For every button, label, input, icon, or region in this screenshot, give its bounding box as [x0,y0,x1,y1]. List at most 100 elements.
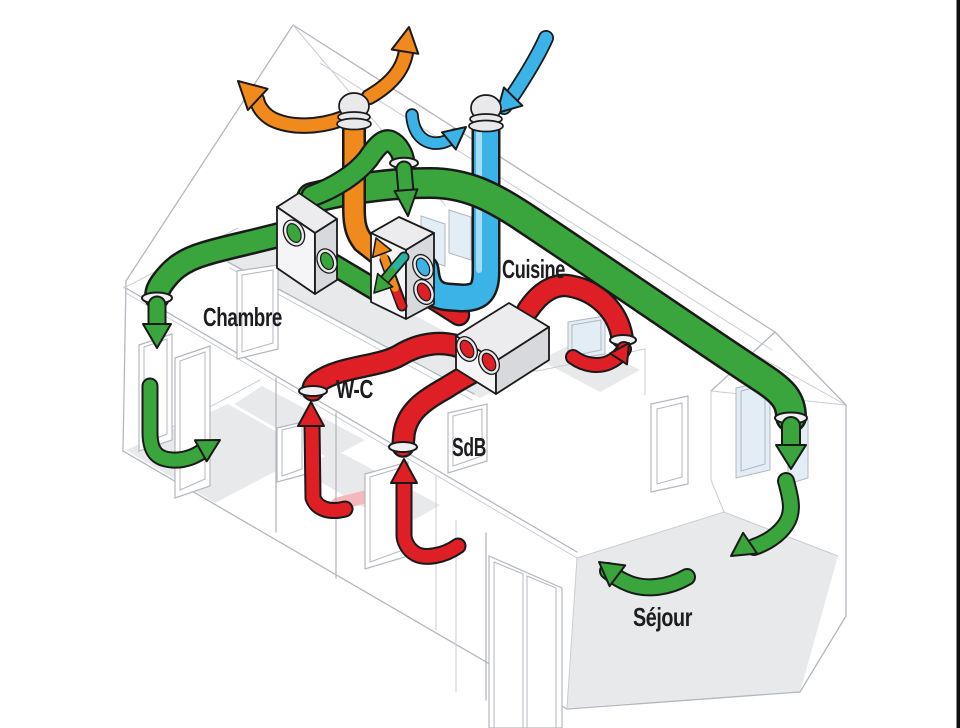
collector-box [455,302,550,395]
duct-body [397,162,413,199]
door-chambre-back [236,264,279,360]
window-wc [276,420,308,483]
port-ring-outer [282,219,306,247]
arrow-head [598,561,627,588]
arrow-supply-sejour-down [775,416,807,470]
port-ring-inner [415,257,431,277]
arrow-head [730,531,759,557]
port-ring-outer [455,336,479,362]
arrow-head [609,342,630,366]
port-ring-metal [316,248,338,274]
port-ring-metal [413,279,435,305]
arrow-head [373,272,394,294]
arrow-exhaust-left [237,80,353,134]
frame-outer [447,403,488,474]
frame-inner [281,424,303,477]
port-ring-metal [456,336,478,362]
frame-inner [179,351,206,491]
arrow-extract-cuisine [565,341,632,373]
roof-thickness-line [319,62,773,351]
frame-inner [493,561,524,728]
arrow-head [297,401,325,427]
port-ring-outer [477,349,501,375]
port-ring-metal [412,254,434,280]
exchanger-port-red [413,278,435,306]
duct-body [397,474,465,563]
frame-inner [526,575,557,728]
supply-branches [141,129,419,469]
duct-body [747,474,798,554]
box-face [495,326,550,395]
exhaust-network [342,110,389,265]
edge-bar-right [956,0,960,728]
arrow-supply-corridor [393,160,419,217]
port-ring-metal [478,349,500,375]
arrow-head [775,444,807,470]
roof-left-edge [125,24,294,282]
vent-cap-part [468,119,504,133]
arrow-head [393,188,419,217]
arrow-exhaust-right [360,26,420,106]
roof-ridge [292,24,776,333]
sejour-left-wall-edge [710,390,725,513]
vent-cap-part [336,117,372,131]
port-ring-outer [413,278,435,306]
collector-port-1 [455,336,479,362]
arrow-supply-sejour-floor [598,561,696,597]
arrow-head [371,237,393,259]
frame-outer [236,264,279,360]
frame-inner [571,319,602,357]
arrow-intake-main [496,30,554,115]
ceiling-slab-edge-2 [125,292,578,559]
frame-outer [488,555,563,728]
double-door-sejour [488,555,563,728]
label-wc: W-C [336,374,374,404]
duct-body [143,379,212,467]
plenum-box [276,192,338,295]
sejour-floor-back [576,511,839,559]
arrow-supply-chambre-down [142,295,172,349]
floor-sejour [567,512,838,708]
window-glass [567,315,606,361]
plenum-port-left [282,219,306,247]
arrow-head [193,439,221,463]
ceiling-slab-edge [123,286,578,553]
port-ring-outer [412,253,434,281]
port-ring-inner [416,282,432,302]
exchanger-cross-arrows [371,237,410,312]
duct-exhaust [344,112,387,263]
sejour-floor-left [566,557,578,709]
right-bottom-edge [566,615,847,710]
house-wireframe [122,24,847,728]
duct-arch [302,131,414,206]
arrow-head [390,26,420,55]
arrow-head [390,458,418,484]
plenum-port-right [316,248,338,274]
port-ring-inner [481,352,497,372]
sleeve-wc [298,385,328,397]
label-cuisine: Cuisine [502,254,565,284]
arrow-supply-sejour-s [730,472,800,557]
extract-network [297,273,637,565]
window-glass [448,209,472,261]
floor-chambre [126,404,312,503]
room-labels: Chambre Cuisine W-C SdB Séjour [203,254,693,632]
sleeve-sdb [388,441,418,453]
duct-cuisine [518,275,632,347]
window-kitchen [567,315,606,361]
arrow-intake-small [405,108,467,151]
frame-outer [650,395,689,493]
door-sejour-back [650,395,689,493]
duct-body [305,417,352,518]
port-ring-inner [459,339,475,359]
right-gable-right [774,331,847,406]
window-attic-2 [448,209,472,261]
label-sdb: SdB [452,432,486,462]
roof-vent-exhaust [336,92,372,131]
left-wall-edge [122,280,127,452]
duct-body [362,43,413,104]
arrow-head [496,86,524,114]
label-chambre: Chambre [203,302,282,332]
